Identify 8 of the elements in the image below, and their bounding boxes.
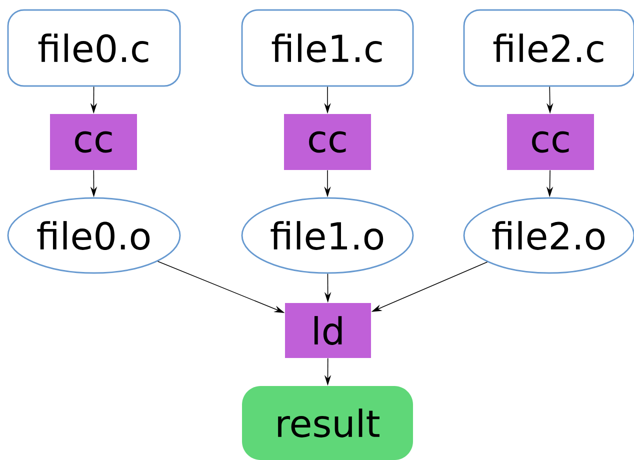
tool-box: cc (507, 114, 594, 170)
file-box: file2.c (463, 9, 634, 87)
tool-box: ld (285, 303, 371, 358)
tool-box: cc (284, 114, 371, 170)
file-box: file1.c (241, 9, 414, 87)
result-box: result (242, 386, 413, 460)
file-box: file0.c (7, 9, 181, 87)
tool-box: cc (50, 114, 137, 170)
